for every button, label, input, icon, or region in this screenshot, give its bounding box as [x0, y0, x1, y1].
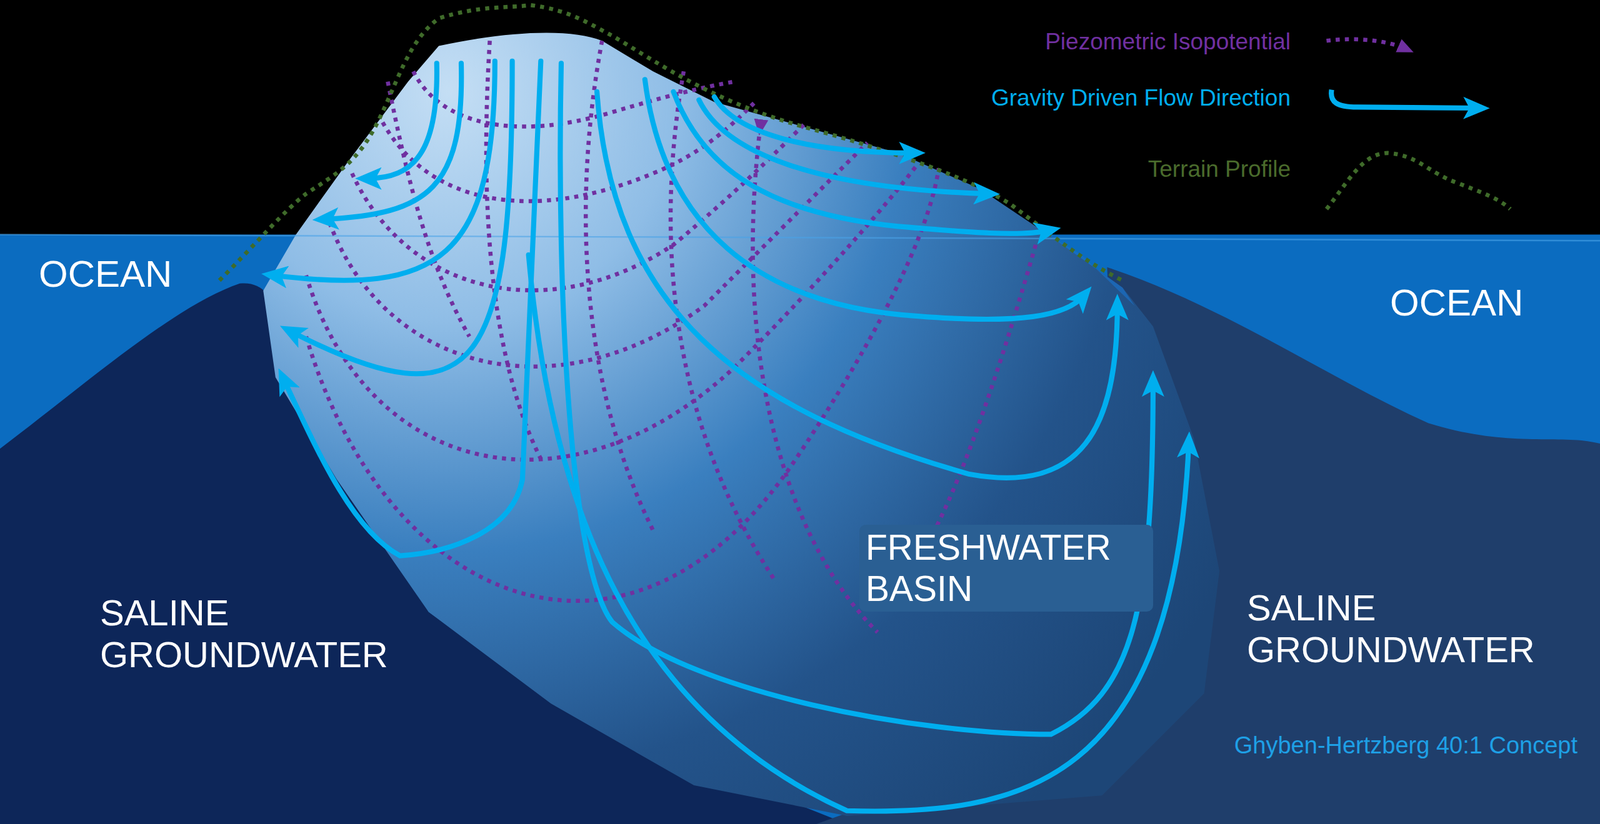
- legend-label: Terrain Profile: [1148, 156, 1291, 184]
- piezometric-isopotential: [585, 40, 654, 531]
- piezometric-isopotential: [326, 143, 867, 367]
- piezometric-isopotential: [306, 168, 939, 601]
- flow-arrow: [528, 255, 1189, 812]
- ocean-label: OCEAN: [38, 252, 172, 296]
- terrain-profile: [219, 5, 1123, 281]
- flow-arrow: [367, 63, 437, 179]
- freshwater-lens: [1051, 236, 1135, 307]
- freshwater-lens: [263, 33, 1220, 817]
- freshwater-lens: [263, 33, 1220, 817]
- flow-arrow: [698, 100, 988, 194]
- flow-arrow: [645, 79, 1084, 320]
- region-label: FRESHWATER BASIN: [859, 525, 1154, 612]
- sea-level-line: [0, 234, 1600, 241]
- flow-arrow: [273, 61, 1189, 812]
- legend-sample: [1326, 39, 1406, 50]
- flow-arrow: [596, 91, 1118, 479]
- region-label: SALINE GROUNDWATER: [1246, 587, 1579, 671]
- flow-arrow: [273, 61, 495, 281]
- flow-arrow: [283, 61, 541, 557]
- legend-sample: [1331, 90, 1478, 109]
- sea-level-line: [0, 234, 1600, 241]
- flow-arrow: [560, 63, 1153, 735]
- region-label: SALINE GROUNDWATER: [100, 592, 432, 676]
- legend-sample: [1326, 153, 1510, 210]
- flow-arrow: [324, 63, 462, 220]
- legend-sample: [1326, 39, 1510, 210]
- legend-label: Piezometric Isopotential: [1045, 28, 1291, 56]
- ocean-label: OCEAN: [1390, 281, 1524, 325]
- terrain-profile: [219, 5, 1123, 281]
- concept-note: Ghyben-Hertzberg 40:1 Concept: [1234, 732, 1578, 760]
- flow-arrow: [673, 91, 1050, 234]
- piezometric-isopotential: [382, 101, 755, 202]
- legend-label: Gravity Driven Flow Direction: [991, 85, 1291, 112]
- flow-arrow: [290, 61, 512, 374]
- flow-arrow: [714, 96, 914, 154]
